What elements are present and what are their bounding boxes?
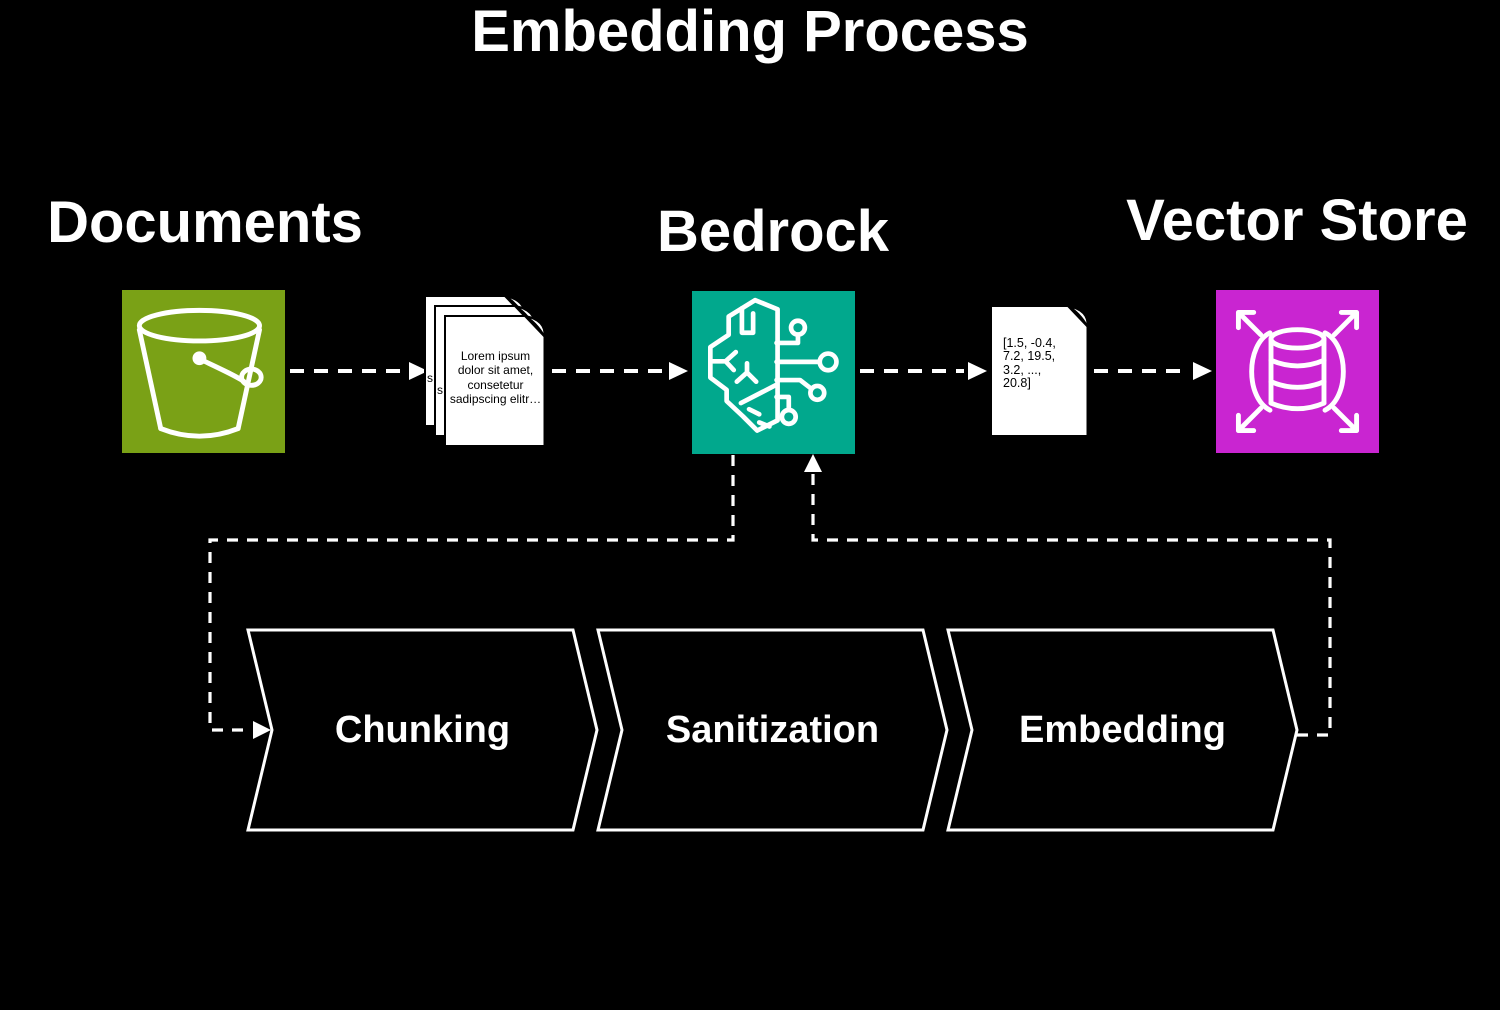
connector-embedding-to-bedrock (804, 454, 1332, 737)
flow-arrow-docs-to-bedrock (552, 362, 688, 380)
vector-line: 7.2, 19.5, (1003, 349, 1056, 364)
chevron-sanitization (596, 628, 949, 832)
diagram-title: Embedding Process (471, 0, 1029, 64)
document-stack-icon (424, 295, 546, 447)
vector-line: [1.5, -0.4, (1003, 336, 1056, 350)
documents-label: Documents (47, 190, 363, 255)
flow-arrow-vector-doc-to-store (1094, 362, 1212, 380)
connector-bedrock-to-chunking (208, 455, 735, 739)
bedrock-label: Bedrock (656, 199, 890, 264)
vector-store-label: Vector Store (1126, 188, 1468, 253)
chunking-step-label: Chunking (334, 709, 511, 751)
chevron-chunking (246, 628, 599, 832)
vector-values-text: [1.5, -0.4, 7.2, 19.5, 3.2, ..., 20.8] (1003, 336, 1083, 391)
middle-page-text-fragment: s (437, 383, 443, 397)
flow-arrow-bedrock-to-vector-doc (860, 362, 987, 380)
vector-line: 3.2, ..., (1003, 362, 1042, 377)
flow-arrow-bucket-to-docs (290, 362, 428, 380)
vector-document-icon (990, 305, 1089, 437)
lorem-ipsum-text: Lorem ipsum dolor sit amet, consetetur s… (449, 349, 542, 406)
sanitization-step-label: Sanitization (665, 709, 880, 751)
vector-store-icon (1216, 290, 1379, 453)
chevron-embedding (946, 628, 1299, 832)
bedrock-icon (692, 291, 855, 454)
vector-line: 20.8] (1003, 376, 1031, 391)
back-page-text-fragment: s (427, 371, 433, 385)
embedding-step-label: Embedding (1019, 709, 1226, 751)
s3-bucket-icon (122, 290, 285, 453)
